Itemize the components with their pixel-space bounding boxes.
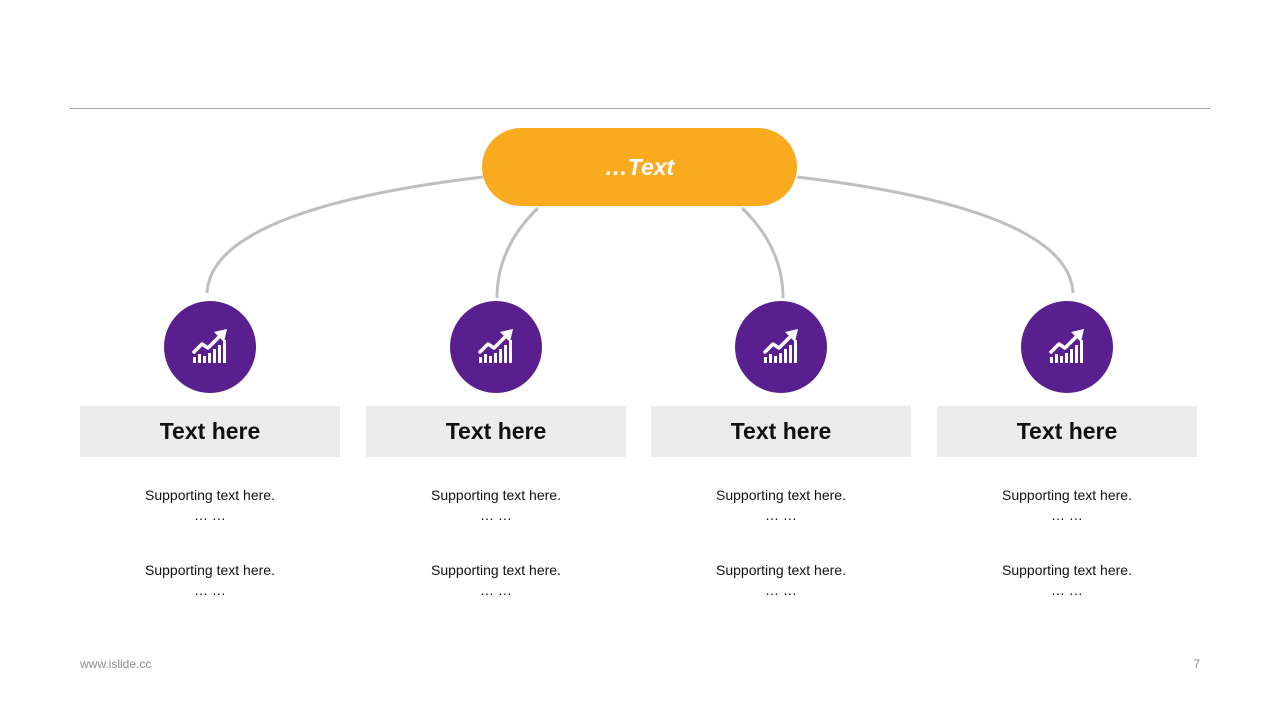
supporting-ellipsis: … … (480, 582, 512, 598)
supporting-text-block: Supporting text here. … … (366, 485, 626, 525)
icon-circle (164, 301, 256, 393)
card-title-box: Text here (80, 406, 340, 457)
supporting-text: Supporting text here. (716, 562, 846, 578)
icon-circle (450, 301, 542, 393)
trending-up-chart-icon (1049, 329, 1084, 363)
supporting-text: Supporting text here. (145, 487, 275, 503)
hub-label: …Text (604, 153, 675, 180)
trending-up-chart-icon (192, 329, 227, 363)
supporting-ellipsis: … … (480, 507, 512, 523)
supporting-text-block: Supporting text here. … … (937, 560, 1197, 600)
page-number: 7 (1193, 657, 1200, 671)
supporting-ellipsis: … … (194, 582, 226, 598)
connector-line-4 (796, 175, 1075, 294)
supporting-text: Supporting text here. (431, 487, 561, 503)
trending-up-chart-icon (478, 329, 513, 363)
supporting-ellipsis: … … (1051, 582, 1083, 598)
supporting-text-block: Supporting text here. … … (80, 560, 340, 600)
supporting-text-block: Supporting text here. … … (80, 485, 340, 525)
topic-card-1: Text here Supporting text here. … … Supp… (80, 300, 340, 610)
trending-up-chart-icon (763, 329, 798, 363)
supporting-ellipsis: … … (765, 582, 797, 598)
icon-circle (1021, 301, 1113, 393)
supporting-text-block: Supporting text here. … … (651, 485, 911, 525)
supporting-text: Supporting text here. (431, 562, 561, 578)
card-title: Text here (445, 418, 547, 444)
supporting-text-block: Supporting text here. … … (937, 485, 1197, 525)
supporting-text-block: Supporting text here. … … (651, 560, 911, 600)
card-title: Text here (159, 418, 261, 444)
topic-card-3: Text here Supporting text here. … … Supp… (651, 300, 911, 610)
supporting-ellipsis: … … (1051, 507, 1083, 523)
supporting-text: Supporting text here. (1002, 562, 1132, 578)
card-title-box: Text here (937, 406, 1197, 457)
connector-line-2 (495, 206, 540, 299)
connector-line-3 (740, 206, 785, 299)
card-title-box: Text here (651, 406, 911, 457)
supporting-text: Supporting text here. (1002, 487, 1132, 503)
connector-line-1 (205, 175, 484, 294)
topic-card-4: Text here Supporting text here. … … Supp… (937, 300, 1197, 610)
supporting-text-block: Supporting text here. … … (366, 560, 626, 600)
topic-card-2: Text here Supporting text here. … … Supp… (366, 300, 626, 610)
supporting-text: Supporting text here. (716, 487, 846, 503)
footer-url[interactable]: www.islide.cc (80, 657, 152, 671)
top-divider (70, 108, 1210, 109)
central-hub: …Text (482, 128, 797, 206)
supporting-text: Supporting text here. (145, 562, 275, 578)
icon-circle (735, 301, 827, 393)
card-title-box: Text here (366, 406, 626, 457)
card-title: Text here (1016, 418, 1118, 444)
supporting-ellipsis: … … (765, 507, 797, 523)
supporting-ellipsis: … … (194, 507, 226, 523)
card-title: Text here (730, 418, 832, 444)
